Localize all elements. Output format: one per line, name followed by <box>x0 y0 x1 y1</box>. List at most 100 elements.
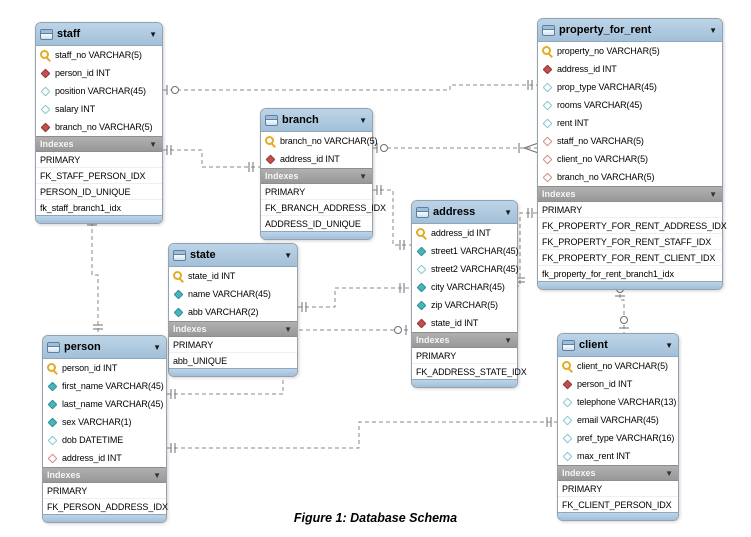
column-row[interactable]: telephone VARCHAR(13) <box>558 393 678 411</box>
column-row[interactable]: client_no VARCHAR(5) <box>538 150 722 168</box>
index-row[interactable]: PRIMARY <box>562 483 603 494</box>
chevron-down-icon[interactable]: ▼ <box>153 470 161 480</box>
chevron-down-icon[interactable]: ▼ <box>359 171 367 181</box>
chevron-down-icon[interactable]: ▼ <box>284 324 292 334</box>
column-row[interactable]: street1 VARCHAR(45) <box>412 242 519 260</box>
entity-table-staff[interactable]: staff▼staff_no VARCHAR(5)person_id INT po… <box>35 22 163 224</box>
chevron-down-icon[interactable]: ▼ <box>709 189 717 199</box>
indexes-bar[interactable]: Indexes▼ <box>261 168 372 184</box>
index-row[interactable]: FK_BRANCH_ADDRESS_IDX <box>261 199 386 215</box>
index-row[interactable]: FK_CLIENT_PERSON_IDX <box>558 496 678 512</box>
column-row[interactable]: street2 VARCHAR(45) <box>412 260 519 278</box>
column-row[interactable]: city VARCHAR(45) <box>412 278 517 296</box>
column-row[interactable]: first_name VARCHAR(45) <box>43 377 166 395</box>
index-row[interactable]: fk_property_for_rent_branch1_idx <box>538 265 722 281</box>
column-row[interactable]: address_id INT <box>261 150 372 168</box>
indexes-bar[interactable]: Indexes▼ <box>412 332 517 348</box>
chevron-down-icon[interactable]: ▼ <box>359 115 367 125</box>
chevron-down-icon[interactable]: ▼ <box>284 250 292 260</box>
table-header[interactable]: person▼ <box>43 336 166 359</box>
index-row[interactable]: fk_staff_branch1_idx <box>36 199 162 215</box>
column-row[interactable]: branch_no VARCHAR(5) <box>261 132 377 150</box>
index-row[interactable]: FK_PERSON_ADDRESS_IDX <box>43 498 168 514</box>
column-row[interactable]: client_no VARCHAR(5) <box>558 357 678 375</box>
index-row[interactable]: FK_STAFF_PERSON_IDX <box>36 167 162 183</box>
column-row[interactable]: prop_type VARCHAR(45) <box>538 78 722 96</box>
table-header[interactable]: client▼ <box>558 334 678 357</box>
index-row[interactable]: PRIMARY <box>47 485 88 496</box>
column-row[interactable]: max_rent INT <box>558 447 678 465</box>
index-row[interactable]: PRIMARY <box>265 186 306 197</box>
column-row[interactable]: last_name VARCHAR(45) <box>43 395 166 413</box>
column-row[interactable]: person_id INT <box>36 64 162 82</box>
chevron-down-icon[interactable]: ▼ <box>709 25 717 35</box>
table-header[interactable]: state▼ <box>169 244 297 267</box>
chevron-down-icon[interactable]: ▼ <box>504 207 512 217</box>
entity-table-client[interactable]: client▼client_no VARCHAR(5)person_id INT… <box>557 333 679 521</box>
index-row[interactable]: PRIMARY <box>40 154 81 165</box>
column-row[interactable]: abb VARCHAR(2) <box>169 303 297 321</box>
indexes-label: Indexes <box>562 468 596 478</box>
column-row[interactable]: person_id INT <box>558 375 678 393</box>
index-row[interactable]: FK_PROPERTY_FOR_RENT_STAFF_IDX <box>538 233 722 249</box>
chevron-down-icon[interactable]: ▼ <box>149 29 157 39</box>
column-row[interactable]: address_id INT <box>538 60 722 78</box>
column-row[interactable]: property_no VARCHAR(5) <box>538 42 722 60</box>
foreign-key-nullable-icon <box>47 453 58 463</box>
column-row[interactable]: branch_no VARCHAR(5) <box>36 118 162 136</box>
table-header[interactable]: branch▼ <box>261 109 372 132</box>
index-row[interactable]: PERSON_ID_UNIQUE <box>36 183 162 199</box>
column-row[interactable]: rooms VARCHAR(45) <box>538 96 722 114</box>
column-row[interactable]: name VARCHAR(45) <box>169 285 297 303</box>
index-row[interactable]: PRIMARY <box>542 204 583 215</box>
foreign-key-nullable-icon <box>542 136 553 146</box>
chevron-down-icon[interactable]: ▼ <box>504 335 512 345</box>
index-row[interactable]: PRIMARY <box>173 339 214 350</box>
indexes-bar[interactable]: Indexes▼ <box>43 467 166 483</box>
indexes-bar[interactable]: Indexes ▼ <box>558 465 678 481</box>
column-row[interactable]: branch_no VARCHAR(5) <box>538 168 722 186</box>
entity-table-branch[interactable]: branch▼branch_no VARCHAR(5) address_id IN… <box>260 108 386 240</box>
column-row[interactable]: address_id INT <box>43 449 166 467</box>
column-row[interactable]: email VARCHAR(45) <box>558 411 678 429</box>
column-label: position VARCHAR(45) <box>55 86 146 96</box>
indexes-bar[interactable]: Indexes▼ <box>538 186 722 202</box>
index-row[interactable]: PRIMARY <box>416 350 457 361</box>
column-row[interactable]: position VARCHAR(45) <box>36 82 162 100</box>
column-label: city VARCHAR(45) <box>431 282 505 292</box>
column-row[interactable]: state_id INT <box>412 314 517 332</box>
column-label: address_id INT <box>280 154 340 164</box>
indexes-bar[interactable]: Indexes▼ <box>169 321 297 337</box>
column-row[interactable]: zip VARCHAR(5) <box>412 296 517 314</box>
index-row[interactable]: FK_PROPERTY_FOR_RENT_CLIENT_IDX <box>538 249 722 265</box>
table-header[interactable]: staff▼ <box>36 23 162 46</box>
column-row[interactable]: state_id INT <box>169 267 297 285</box>
table-header[interactable]: address▼ <box>412 201 517 224</box>
column-label: state_id INT <box>431 318 479 328</box>
nullable-column-icon <box>40 86 51 96</box>
entity-table-property-for-rent[interactable]: property_for_rent▼property_no VARCHAR(5)… <box>537 18 727 290</box>
chevron-down-icon[interactable]: ▼ <box>665 340 673 350</box>
column-row[interactable]: salary INT <box>36 100 162 118</box>
column-row[interactable]: dob DATETIME <box>43 431 166 449</box>
column-row[interactable]: staff_no VARCHAR(5) <box>36 46 162 64</box>
chevron-down-icon[interactable]: ▼ <box>149 139 157 149</box>
column-row[interactable]: staff_no VARCHAR(5) <box>538 132 722 150</box>
column-row[interactable]: sex VARCHAR(1) <box>43 413 166 431</box>
chevron-down-icon[interactable]: ▼ <box>665 468 673 478</box>
column-row[interactable]: rent INT <box>538 114 722 132</box>
index-row[interactable]: ADDRESS_ID_UNIQUE <box>261 215 372 231</box>
index-row[interactable]: FK_PROPERTY_FOR_RENT_ADDRESS_IDX <box>538 217 727 233</box>
indexes-bar[interactable]: Indexes▼ <box>36 136 162 152</box>
chevron-down-icon[interactable]: ▼ <box>153 342 161 352</box>
column-row[interactable]: pref_type VARCHAR(16) <box>558 429 678 447</box>
table-header[interactable]: property_for_rent▼ <box>538 19 722 42</box>
index-row[interactable]: abb_UNIQUE <box>169 352 297 368</box>
column-label: prop_type VARCHAR(45) <box>557 82 657 92</box>
column-row[interactable]: address_id INT <box>412 224 517 242</box>
column-row[interactable]: person_id INT <box>43 359 166 377</box>
index-row[interactable]: FK_ADDRESS_STATE_IDX <box>412 363 527 379</box>
